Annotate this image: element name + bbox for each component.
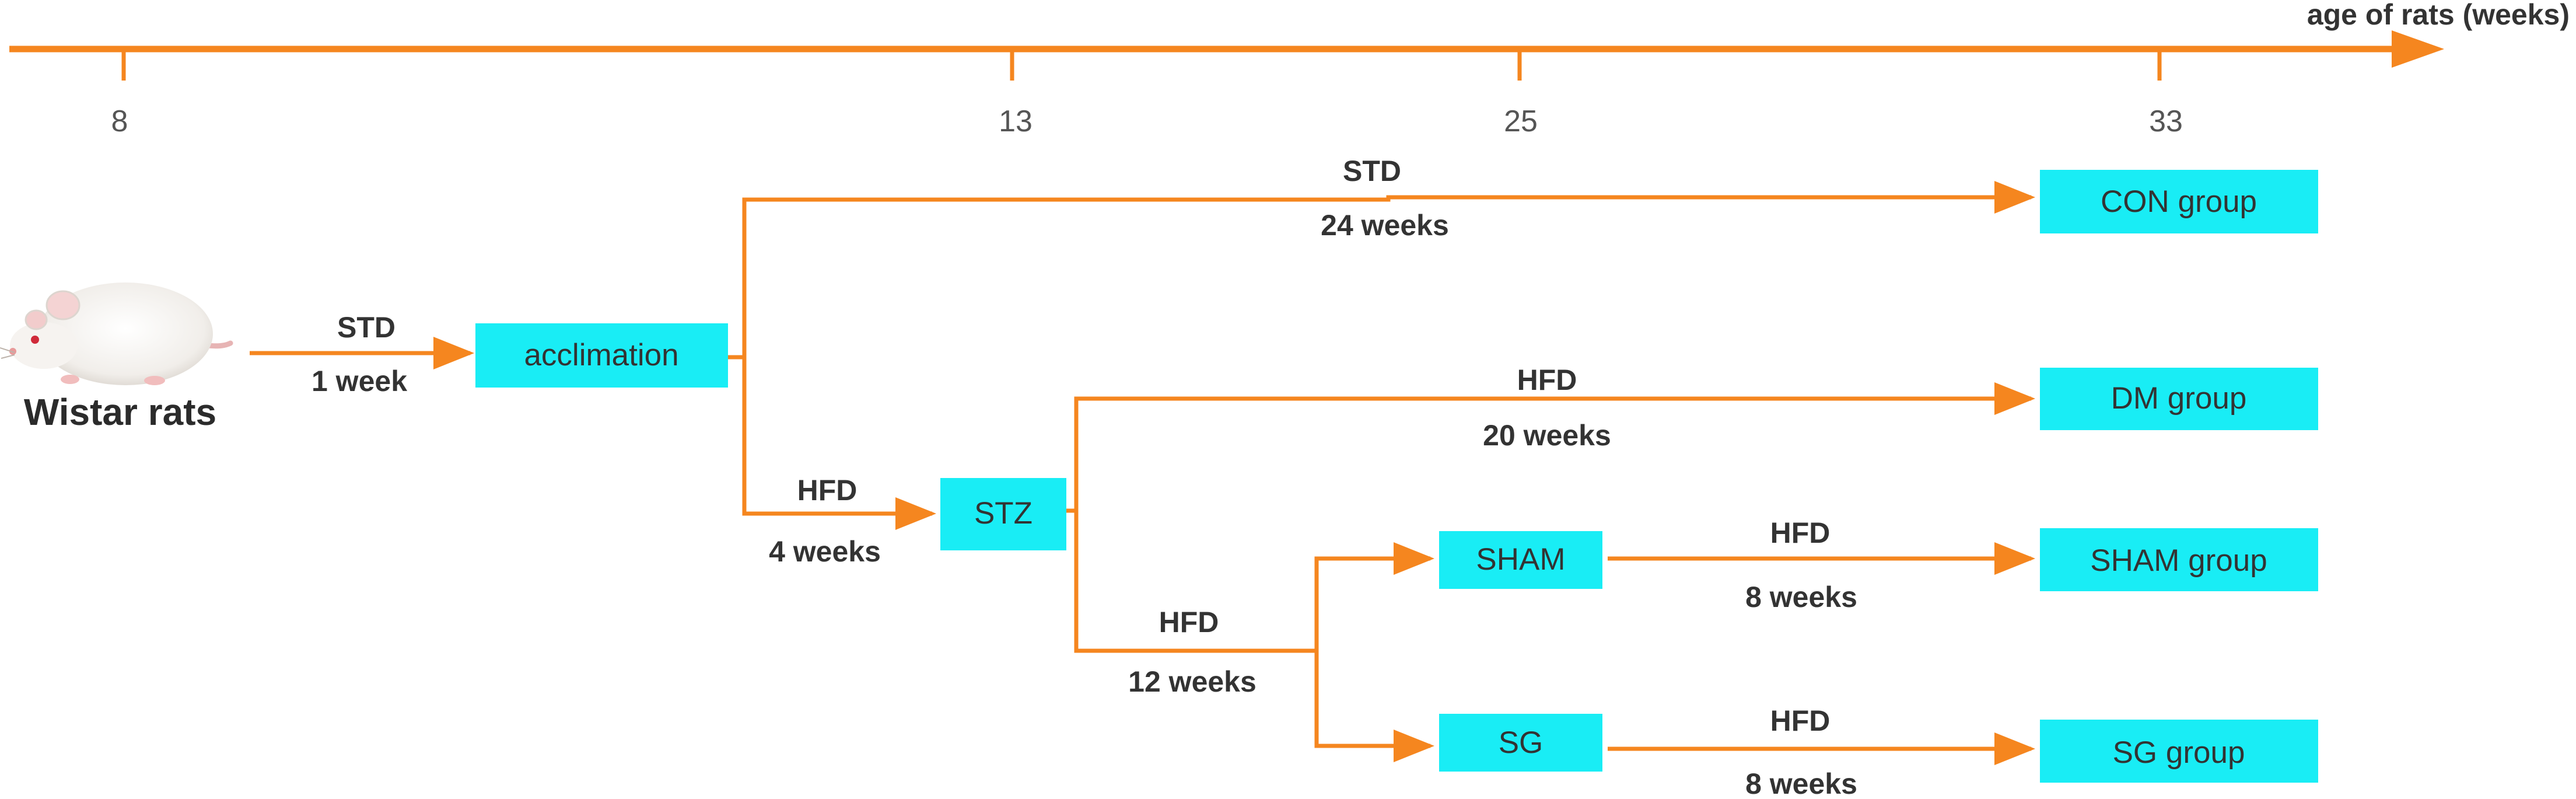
timeline-tick-label: 13 bbox=[999, 104, 1032, 138]
duration-label: 8 weeks bbox=[1745, 581, 1857, 613]
transition-labels: STD 1 week STD 24 weeks HFD 4 weeks HFD … bbox=[312, 155, 1857, 799]
duration-label: 20 weeks bbox=[1483, 419, 1611, 452]
line-to-surgery-split bbox=[1074, 511, 1317, 653]
timeline-tick-label: 8 bbox=[111, 104, 128, 138]
diet-label: HFD bbox=[797, 474, 858, 507]
subject: Wistar rats bbox=[0, 282, 233, 433]
diet-label: HFD bbox=[1517, 364, 1577, 396]
box-con-group: CON group bbox=[2040, 170, 2318, 233]
duration-label: 4 weeks bbox=[769, 535, 881, 568]
timeline-tick-label: 25 bbox=[1504, 104, 1538, 138]
box-dm-group-label: DM group bbox=[2111, 381, 2247, 416]
timeline-tick-label: 33 bbox=[2149, 104, 2183, 138]
box-acclimation-label: acclimation bbox=[524, 338, 678, 372]
arrow-to-sg bbox=[1314, 651, 1434, 762]
duration-label: 8 weeks bbox=[1745, 767, 1857, 799]
box-acclimation: acclimation bbox=[475, 323, 728, 388]
timeline-axis: 8 13 25 33 age of rats (weeks) bbox=[9, 0, 2570, 138]
diet-label: HFD bbox=[1159, 606, 1219, 638]
box-stz: STZ bbox=[940, 478, 1066, 550]
timeline-axis-label: age of rats (weeks) bbox=[2307, 0, 2570, 31]
box-sham-label: SHAM bbox=[1476, 542, 1565, 577]
box-sham: SHAM bbox=[1439, 531, 1602, 589]
diet-label: HFD bbox=[1770, 704, 1831, 737]
duration-label: 24 weeks bbox=[1321, 209, 1449, 242]
box-sg-group-label: SG group bbox=[2113, 735, 2245, 770]
timeline-arrowhead-icon bbox=[2392, 30, 2444, 68]
duration-label: 1 week bbox=[312, 365, 407, 397]
duration-label: 12 weeks bbox=[1128, 665, 1256, 698]
box-stz-label: STZ bbox=[974, 496, 1032, 531]
arrow-to-dm-group bbox=[1074, 382, 2035, 511]
rat-icon bbox=[0, 282, 233, 385]
diet-label: HFD bbox=[1770, 517, 1831, 549]
arrow-to-stz bbox=[742, 357, 936, 530]
box-sg-label: SG bbox=[1499, 725, 1544, 760]
connectors bbox=[250, 181, 2035, 765]
box-sham-group-label: SHAM group bbox=[2090, 543, 2267, 578]
arrow-to-sham bbox=[1314, 542, 1434, 651]
box-sg-group: SG group bbox=[2040, 720, 2318, 783]
diet-label: STD bbox=[1343, 155, 1401, 187]
box-sg: SG bbox=[1439, 714, 1602, 772]
box-con-group-label: CON group bbox=[2101, 184, 2257, 219]
diet-label: STD bbox=[337, 311, 396, 344]
arrow-to-con-group bbox=[742, 181, 2035, 357]
box-dm-group: DM group bbox=[2040, 368, 2318, 430]
box-sham-group: SHAM group bbox=[2040, 528, 2318, 591]
subject-caption: Wistar rats bbox=[24, 391, 216, 433]
